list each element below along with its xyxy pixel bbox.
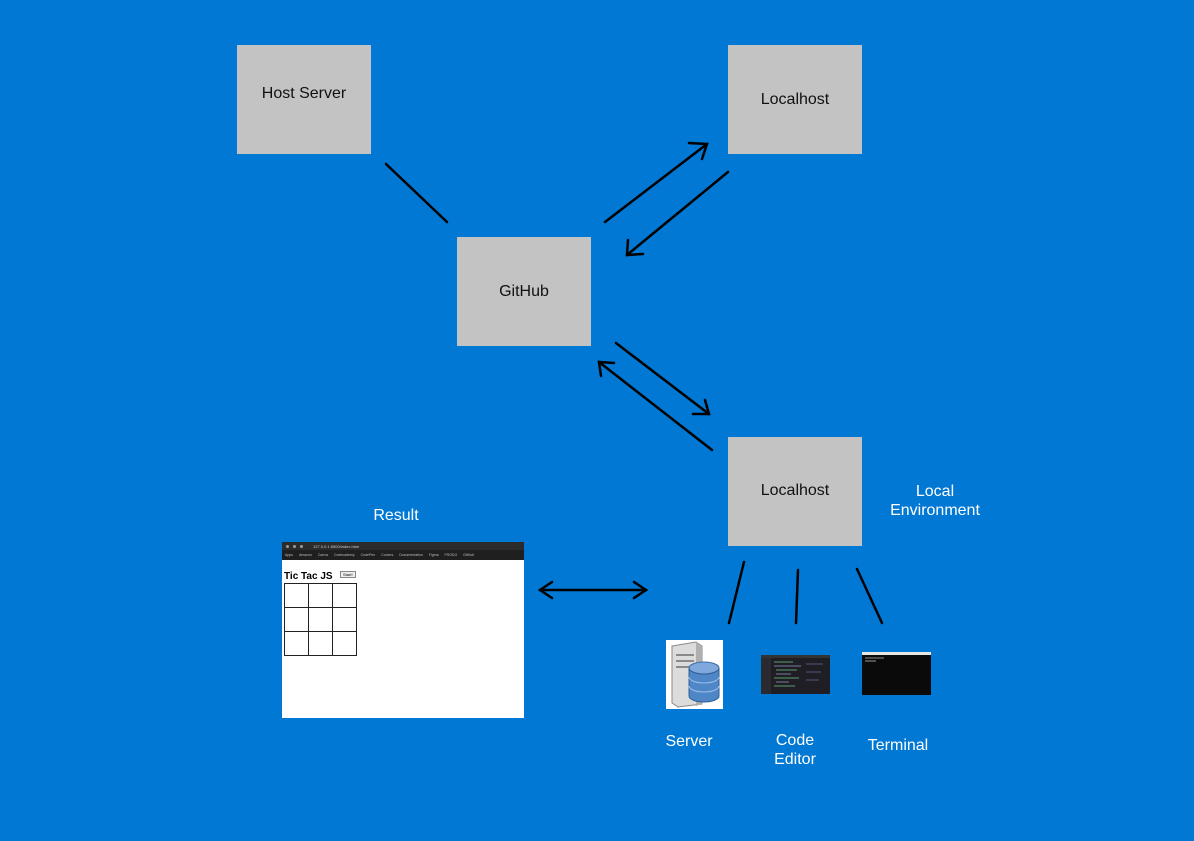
- arrow-localhost-bottom-to-github: [597, 360, 714, 452]
- arrowhead-github-from-top: [625, 238, 645, 257]
- board-cell: [333, 584, 357, 608]
- label-server: Server: [665, 733, 713, 750]
- tic-tac-title: Tic Tac JS: [284, 571, 333, 582]
- back-icon: [286, 544, 289, 548]
- result-browser-screenshot: 127.0.0.1:5500/index.html Apps Amazon Ca…: [282, 542, 524, 718]
- arrowhead-result-left: [537, 580, 554, 600]
- bookmark: Documentation: [399, 553, 423, 557]
- label-code-editor: Code Editor: [774, 732, 816, 768]
- start-button: Start!: [340, 571, 356, 579]
- board-cell: [333, 632, 357, 656]
- node-github: GitHub: [457, 237, 591, 346]
- node-localhost-top: Localhost: [728, 45, 862, 154]
- bookmark: Figma: [428, 553, 439, 557]
- arrowhead-localenv-right: [632, 580, 649, 600]
- connector-localhost-server: [727, 560, 746, 625]
- forward-icon: [293, 544, 296, 548]
- board-cell: [285, 632, 309, 656]
- browser-toolbar: 127.0.0.1:5500/index.html: [282, 542, 524, 550]
- arrow-localhost-top-to-github: [625, 170, 730, 257]
- node-host-server-label: Host Server: [261, 84, 347, 102]
- bookmark: Coolors: [381, 553, 394, 557]
- label-local-environment: Local Environment: [890, 483, 980, 519]
- browser-page: Tic Tac JS Start!: [282, 560, 524, 656]
- board-cell: [309, 632, 333, 656]
- terminal-icon: [862, 652, 931, 695]
- board-cell: [309, 584, 333, 608]
- arrow-github-to-localhost-top: [603, 142, 709, 224]
- bookmark: CodePen: [360, 553, 376, 557]
- board-cell: [309, 608, 333, 632]
- bookmark: Amazon: [298, 553, 312, 557]
- node-localhost-bottom-label: Localhost: [760, 481, 830, 499]
- bookmark: Codecademy: [333, 553, 355, 557]
- board-cell: [285, 584, 309, 608]
- board-cell: [333, 608, 357, 632]
- code-editor-icon: [761, 655, 830, 694]
- connector-localhost-code-editor: [794, 568, 800, 625]
- reload-icon: [300, 544, 303, 548]
- arrow-github-to-localhost-bottom: [614, 341, 711, 416]
- arrowhead-localhost-top: [687, 141, 709, 161]
- browser-bookmarks-bar: Apps Amazon Canva Codecademy CodePen Coo…: [282, 550, 524, 560]
- server-icon: [666, 640, 723, 709]
- tic-tac-board: [284, 583, 357, 656]
- bookmark: Apps: [285, 553, 293, 557]
- connector-hostserver-github: [384, 162, 449, 224]
- node-github-label: GitHub: [499, 282, 549, 300]
- bookmark: FRODO: [444, 553, 458, 557]
- connector-localhost-terminal: [855, 567, 884, 625]
- label-terminal: Terminal: [867, 737, 929, 754]
- bookmark: Canva: [317, 553, 328, 557]
- label-result: Result: [373, 507, 419, 524]
- board-cell: [285, 608, 309, 632]
- node-localhost-top-label: Localhost: [760, 90, 830, 108]
- arrowhead-github-from-bottom: [597, 360, 616, 378]
- bookmark: GitHub: [463, 553, 475, 557]
- browser-url: 127.0.0.1:5500/index.html: [313, 543, 360, 549]
- arrowhead-localhost-bottom: [691, 398, 711, 416]
- node-host-server: Host Server: [237, 45, 371, 154]
- node-localhost-bottom: Localhost: [728, 437, 862, 546]
